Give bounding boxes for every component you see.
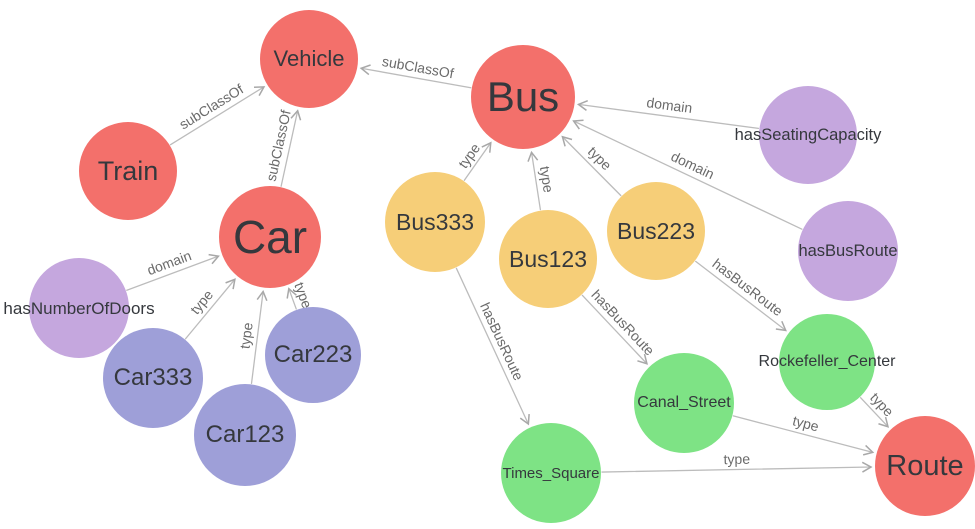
node-label-canal_street: Canal_Street bbox=[637, 394, 731, 411]
edge-rockefeller_center-route[interactable] bbox=[859, 397, 890, 428]
node-label-vehicle: Vehicle bbox=[273, 46, 345, 71]
node-times_square[interactable]: Times_Square bbox=[501, 423, 601, 523]
edge-bus333-bus[interactable] bbox=[463, 141, 492, 181]
edge-bus123-bus[interactable] bbox=[527, 150, 542, 211]
node-label-bus223: Bus223 bbox=[616, 217, 695, 244]
edge-times_square-route[interactable] bbox=[601, 461, 873, 473]
node-vehicle[interactable]: Vehicle bbox=[260, 10, 358, 108]
node-label-bus333: Bus333 bbox=[395, 208, 474, 235]
node-hasSeatingCapacity[interactable]: hasSeatingCapacity bbox=[735, 86, 881, 184]
edge-bus123-canal_street[interactable] bbox=[581, 294, 648, 365]
edge-bus-vehicle[interactable] bbox=[359, 64, 472, 89]
node-label-hasBusRoute: hasBusRoute bbox=[798, 241, 898, 260]
node-bus333[interactable]: Bus333 bbox=[385, 172, 485, 272]
node-label-car123: Car123 bbox=[205, 421, 285, 448]
node-bus[interactable]: Bus bbox=[471, 45, 575, 149]
node-label-car: Car bbox=[232, 211, 308, 263]
node-bus223[interactable]: Bus223 bbox=[607, 182, 705, 280]
node-label-route: Route bbox=[886, 449, 964, 482]
edge-hasNumberOfDoors-car[interactable] bbox=[126, 253, 220, 291]
node-car[interactable]: Car bbox=[219, 186, 321, 288]
node-car333[interactable]: Car333 bbox=[103, 328, 203, 428]
edge-bus223-rockefeller_center[interactable] bbox=[695, 260, 787, 332]
edge-canal_street-route[interactable] bbox=[732, 415, 875, 456]
node-train[interactable]: Train bbox=[79, 122, 177, 220]
node-canal_street[interactable]: Canal_Street bbox=[634, 353, 734, 453]
edge-car333-car[interactable] bbox=[184, 278, 236, 340]
edge-hasSeatingCapacity-bus[interactable] bbox=[576, 100, 760, 130]
node-route[interactable]: Route bbox=[875, 416, 975, 516]
node-label-bus: Bus bbox=[486, 73, 560, 120]
edge-train-vehicle[interactable] bbox=[169, 86, 266, 146]
node-car223[interactable]: Car223 bbox=[265, 307, 361, 403]
node-label-car223: Car223 bbox=[273, 341, 353, 368]
edge-label-times_square-route[interactable]: type bbox=[722, 450, 750, 467]
edge-car223-car[interactable] bbox=[286, 287, 297, 310]
edge-bus333-times_square[interactable] bbox=[455, 267, 530, 426]
edge-bus223-bus[interactable] bbox=[561, 135, 622, 197]
edge-label-bus123-bus[interactable]: type bbox=[536, 164, 557, 194]
edge-car123-car[interactable] bbox=[250, 290, 268, 385]
node-rockefeller_center[interactable]: Rockefeller_Center bbox=[759, 314, 895, 410]
node-label-train: Train bbox=[97, 155, 159, 186]
node-label-car333: Car333 bbox=[113, 364, 193, 391]
node-label-times_square: Times_Square bbox=[502, 464, 600, 482]
node-hasBusRoute[interactable]: hasBusRoute bbox=[798, 201, 898, 301]
node-bus123[interactable]: Bus123 bbox=[499, 210, 597, 308]
node-car123[interactable]: Car123 bbox=[194, 384, 296, 486]
edge-hasBusRoute-bus[interactable] bbox=[572, 119, 803, 230]
node-label-bus123: Bus123 bbox=[508, 245, 587, 272]
node-hasNumberOfDoors[interactable]: hasNumberOfDoors bbox=[3, 258, 155, 358]
edge-car-vehicle[interactable] bbox=[280, 109, 302, 187]
edge-label-car123-car[interactable]: type bbox=[236, 321, 256, 351]
